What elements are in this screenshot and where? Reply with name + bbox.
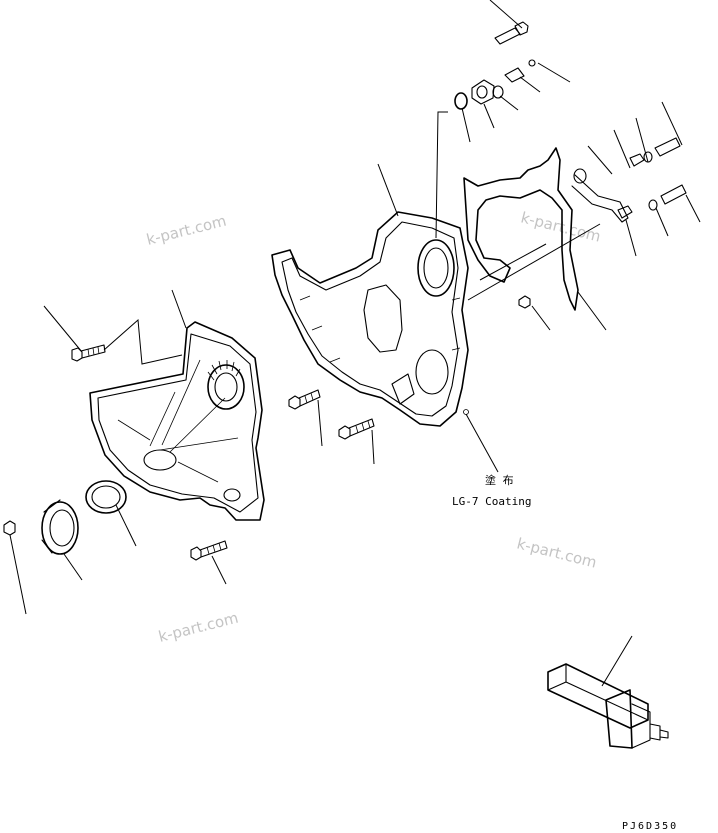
small-plug xyxy=(518,295,531,309)
seal-retainer xyxy=(41,499,79,555)
drawing-code: PJ6D350 xyxy=(622,821,678,832)
watermark-4: k-part.com xyxy=(157,609,241,646)
watermark-2: k-part.com xyxy=(519,208,603,245)
breather-bolt xyxy=(494,21,529,45)
connector xyxy=(504,59,536,83)
o-ring xyxy=(492,85,504,99)
bolt-upper-left xyxy=(71,344,106,362)
timing-gear-case xyxy=(271,211,469,427)
nut-left xyxy=(3,520,16,536)
washer-upper xyxy=(454,92,468,110)
right-bolts xyxy=(617,137,687,219)
bolt-center-left xyxy=(288,389,321,410)
watermark-1: k-part.com xyxy=(145,212,229,249)
front-cover-gasket xyxy=(89,321,265,521)
breather-flange xyxy=(471,79,495,105)
coating-note-jp: 塗 布 xyxy=(485,473,514,487)
coating-note-en: LG-7 Coating xyxy=(452,495,531,508)
watermarks: k-part.com k-part.com k-part.com k-part.… xyxy=(145,208,603,645)
bolt-lower xyxy=(190,540,228,561)
watermark-3: k-part.com xyxy=(515,534,599,571)
oil-seal-ring xyxy=(85,480,127,514)
coating-note: 塗 布 LG-7 Coating xyxy=(452,473,531,508)
special-tool xyxy=(547,663,669,749)
leader-lines xyxy=(9,0,701,687)
bolt-center-right xyxy=(338,418,375,440)
